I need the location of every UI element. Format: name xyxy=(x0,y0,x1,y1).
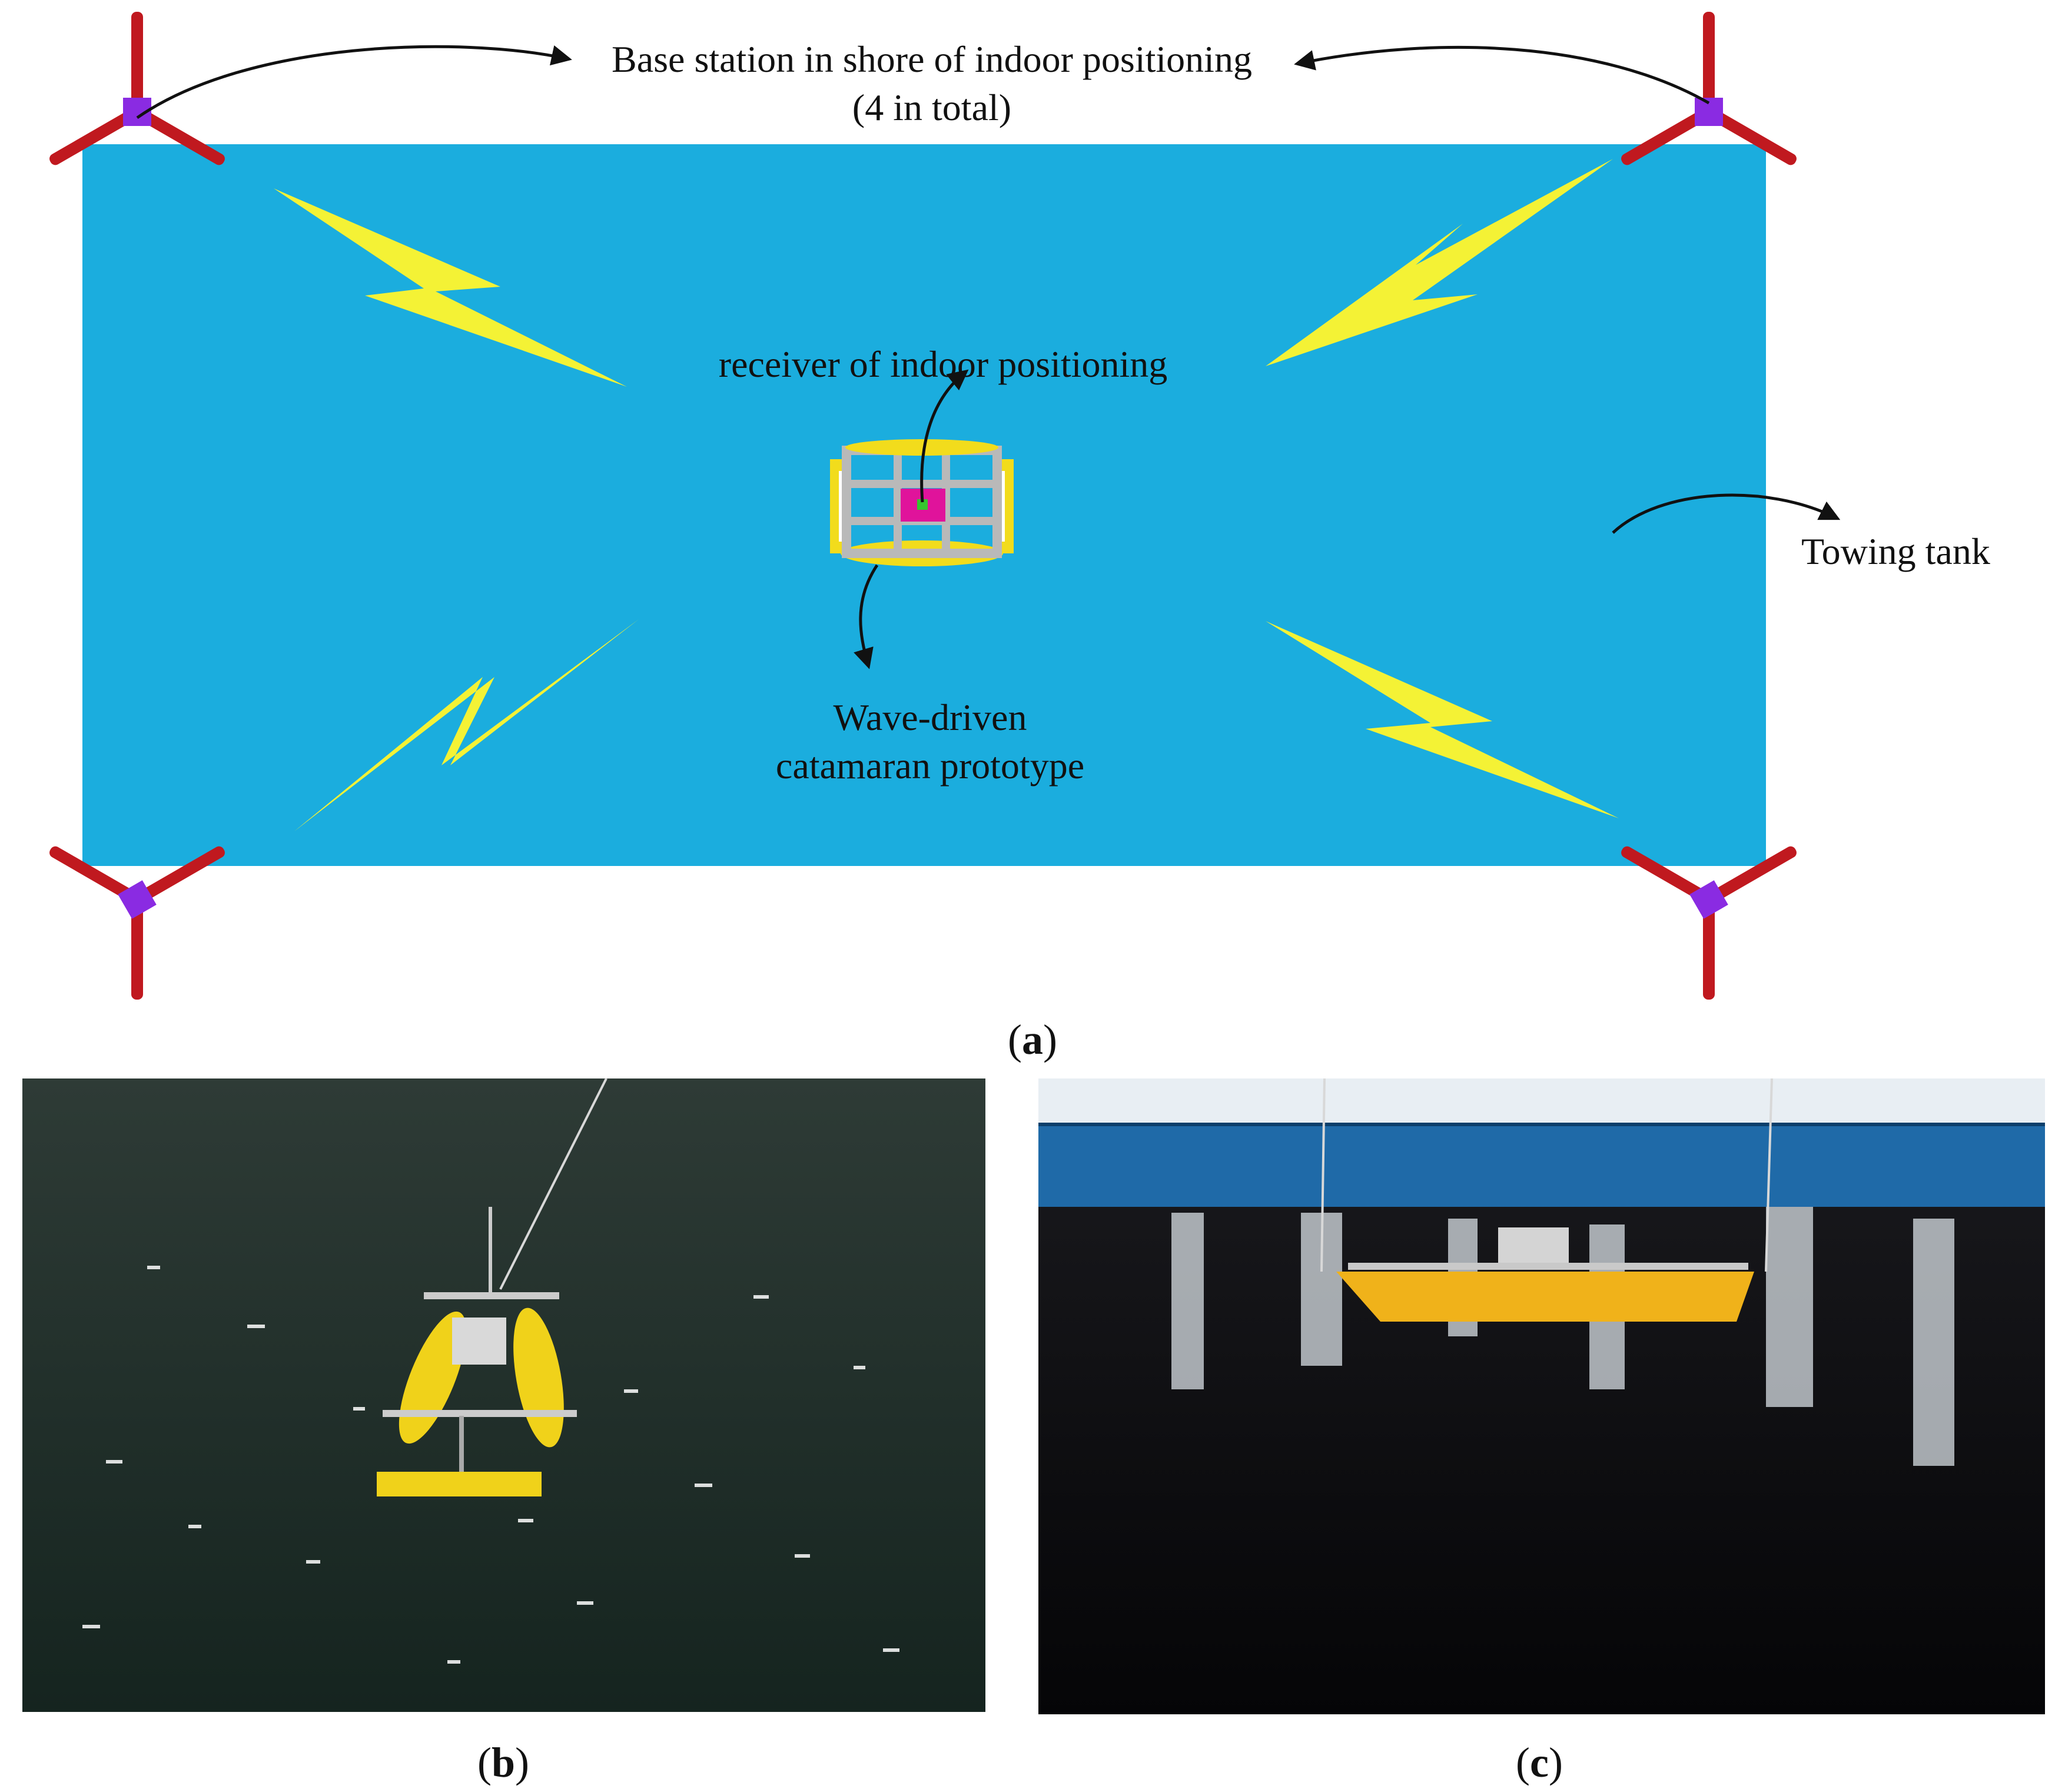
base-station-arrow-left xyxy=(136,45,572,120)
base-station-arrow-right xyxy=(1294,45,1710,105)
tow-line xyxy=(499,1078,607,1290)
tank-hall xyxy=(1038,1078,2045,1124)
catamaran-icon xyxy=(830,439,1014,566)
base-station-label: Base station in shore of indoor position… xyxy=(612,38,1252,80)
base-station-count: (4 in total) xyxy=(852,87,1011,128)
towing-tank-arrow xyxy=(1612,493,1841,534)
photo-c xyxy=(1038,1078,2045,1714)
receiver-core xyxy=(917,499,928,510)
base-station-icon xyxy=(47,12,227,167)
lightning-signal-icon xyxy=(1266,159,1613,366)
lightning-signal-icon xyxy=(274,188,627,387)
receiver-arrow xyxy=(920,369,969,503)
catamaran-photo-c xyxy=(1320,1078,1773,1322)
caption-a: (a) xyxy=(1008,1016,1057,1063)
lightning-signal-icon xyxy=(1266,621,1619,818)
receiver-label: receiver of indoor positioning xyxy=(719,343,1167,385)
catamaran-photo-b xyxy=(377,1207,577,1496)
base-station-icon xyxy=(1619,12,1799,167)
photo-b xyxy=(22,1078,985,1712)
panel-a: Base station in shore of indoor position… xyxy=(44,12,1990,1005)
catamaran-arrow xyxy=(854,564,879,669)
catamaran-label-2: catamaran prototype xyxy=(776,745,1084,787)
caption-b: (b) xyxy=(477,1739,529,1786)
tank-wall xyxy=(1038,1124,2045,1207)
towing-tank-label: Towing tank xyxy=(1801,530,1990,572)
lightning-signal-icon xyxy=(294,619,639,831)
catamaran-label: Wave-driven xyxy=(834,696,1027,738)
caption-c: (c) xyxy=(1516,1739,1563,1786)
water-glints xyxy=(82,1266,899,1664)
